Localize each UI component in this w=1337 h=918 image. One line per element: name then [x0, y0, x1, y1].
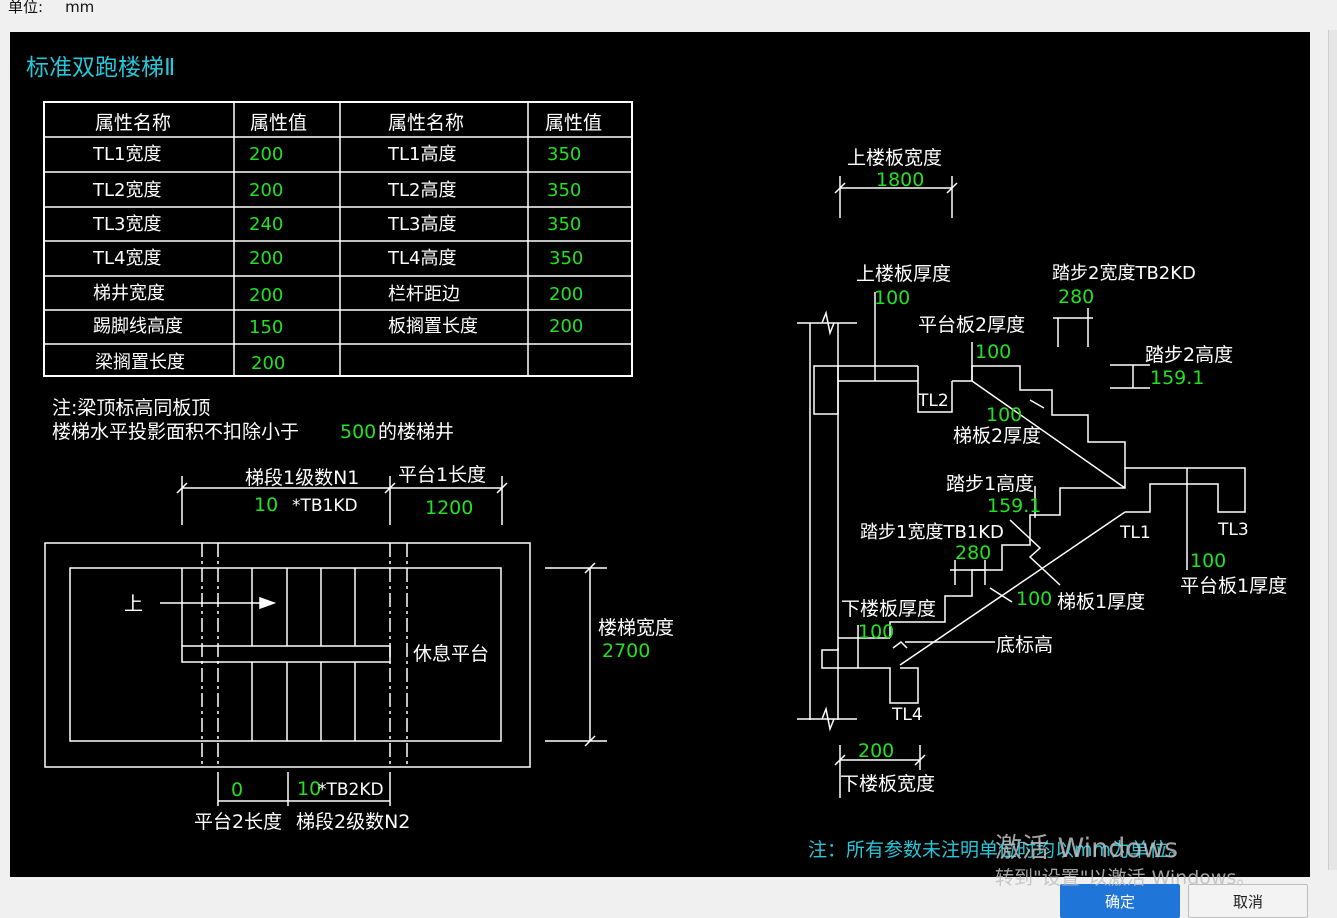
- table-cell: TL3宽度: [92, 214, 161, 235]
- stair-width-value: 2700: [602, 640, 650, 662]
- upper-slab-width-value: 1800: [876, 169, 924, 191]
- table-cell-value: 240: [249, 214, 283, 235]
- lower-slab-thickness-value: 100: [858, 621, 894, 643]
- table-cell-value: 200: [249, 285, 283, 306]
- flight2-suffix: *TB2KD: [318, 780, 384, 800]
- table-cell-value: 200: [549, 284, 583, 305]
- ok-button[interactable]: 确定: [1060, 884, 1180, 918]
- flight1-value: 10: [254, 494, 278, 516]
- table-header-value-1: 属性值: [250, 112, 307, 134]
- lower-slab-width-label: 下楼板宽度: [840, 773, 935, 795]
- flight1-label: 梯段1级数N1: [245, 467, 359, 489]
- landing1-value: 1200: [425, 497, 473, 519]
- note-area-before: 楼梯水平投影面积不扣除小于: [52, 421, 299, 443]
- table-cell-value: 200: [249, 180, 283, 201]
- note-units: 注：所有参数未注明单位时均以mm为单位。: [808, 839, 1187, 861]
- vertical-scrollbar[interactable]: [1328, 30, 1337, 870]
- table-cell: 栏杆距边: [388, 284, 460, 305]
- cancel-button[interactable]: 取消: [1188, 884, 1308, 918]
- flight1-suffix: *TB1KD: [292, 496, 358, 516]
- unit-label: 单位:: [8, 0, 44, 16]
- section-view: [797, 176, 1246, 798]
- landing1-thickness-value: 100: [1190, 550, 1226, 572]
- step2-height-value: 159.1: [1150, 367, 1204, 389]
- table-cell: TL4高度: [387, 248, 456, 269]
- table-cell-value: 200: [249, 248, 283, 269]
- step2-width-label: 踏步2宽度TB2KD: [1052, 263, 1196, 284]
- table-cell-value: 350: [547, 144, 581, 165]
- property-table: [43, 101, 633, 377]
- step1-width-value: 280: [955, 542, 991, 564]
- table-cell: 踢脚线高度: [93, 316, 183, 337]
- table-cell-value: 200: [249, 144, 283, 165]
- upper-slab-thickness-label: 上楼板厚度: [856, 263, 951, 285]
- tl3-label: TL3: [1217, 520, 1249, 540]
- flight2-label: 梯段2级数N2: [296, 811, 410, 833]
- landing2-thickness-label: 平台板2厚度: [918, 314, 1025, 336]
- landing2-label: 平台2长度: [194, 811, 282, 833]
- table-cell: TL4宽度: [92, 248, 161, 269]
- step2-height-label: 踏步2高度: [1145, 344, 1233, 366]
- lower-slab-thickness-label: 下楼板厚度: [841, 598, 936, 620]
- diagram-title: 标准双跑楼梯Ⅱ: [26, 55, 176, 81]
- step1-height-label: 踏步1高度: [946, 473, 1034, 495]
- tl1-label: TL1: [1119, 523, 1151, 543]
- flight2-value: 10: [297, 778, 321, 800]
- table-cell-value: 200: [549, 316, 583, 337]
- unit-value: mm: [65, 0, 95, 16]
- bottom-elevation-label: 底标高: [996, 634, 1053, 656]
- table-cell: TL2宽度: [92, 180, 161, 201]
- landing1-thickness-label: 平台板1厚度: [1180, 575, 1287, 597]
- table-cell: 梁搁置长度: [95, 352, 185, 373]
- flight2-thickness-label: 梯板2厚度: [953, 425, 1041, 447]
- note-beam-top: 注:梁顶标高同板顶: [52, 397, 210, 419]
- table-header-name-2: 属性名称: [388, 112, 464, 134]
- table-cell-value: 150: [249, 317, 283, 338]
- table-cell-value: 350: [547, 180, 581, 201]
- table-header-name-1: 属性名称: [95, 112, 171, 134]
- stair-diagram-panel: 标准双跑楼梯Ⅱ 属性名称 属性值 属性名称 属性值: [10, 32, 1310, 877]
- stair-width-label: 楼梯宽度: [598, 617, 674, 639]
- table-cell-value: 350: [549, 248, 583, 269]
- plan-view: [44, 476, 607, 806]
- flight1-thickness-value: 100: [1016, 588, 1052, 610]
- lower-slab-width-value: 200: [858, 740, 894, 762]
- table-cell: TL3高度: [387, 214, 456, 235]
- table-cell: TL1宽度: [92, 144, 161, 165]
- table-cell: TL1高度: [387, 144, 456, 165]
- flight1-thickness-label: 梯板1厚度: [1057, 591, 1145, 613]
- rest-landing-label: 休息平台: [413, 643, 489, 665]
- landing1-label: 平台1长度: [398, 464, 486, 486]
- note-area-value: 500: [340, 421, 376, 443]
- step1-width-label: 踏步1宽度TB1KD: [860, 522, 1004, 543]
- landing2-value: 0: [231, 779, 243, 801]
- note-area-after: 的楼梯井: [378, 421, 454, 443]
- landing2-thickness-value: 100: [975, 341, 1011, 363]
- tl2-label: TL2: [917, 391, 949, 411]
- upper-slab-thickness-value: 100: [874, 287, 910, 309]
- table-cell: 梯井宽度: [93, 283, 165, 304]
- table-cell-value: 350: [547, 214, 581, 235]
- stair-drawing: 属性名称 属性值 属性名称 属性值 TL1宽度 200 TL1高度 350 TL…: [43, 101, 1287, 861]
- up-label: 上: [124, 593, 143, 615]
- unit-row: 单位: mm: [8, 0, 116, 17]
- flight2-thickness-value: 100: [986, 404, 1022, 426]
- table-cell-value: 200: [251, 353, 285, 374]
- tl4-label: TL4: [891, 705, 923, 725]
- upper-slab-width-label: 上楼板宽度: [847, 147, 942, 169]
- table-header-value-2: 属性值: [545, 112, 602, 134]
- table-cell: 板搁置长度: [388, 316, 478, 337]
- step1-height-value: 159.1: [987, 495, 1041, 517]
- step2-width-value: 280: [1058, 286, 1094, 308]
- table-cell: TL2高度: [387, 180, 456, 201]
